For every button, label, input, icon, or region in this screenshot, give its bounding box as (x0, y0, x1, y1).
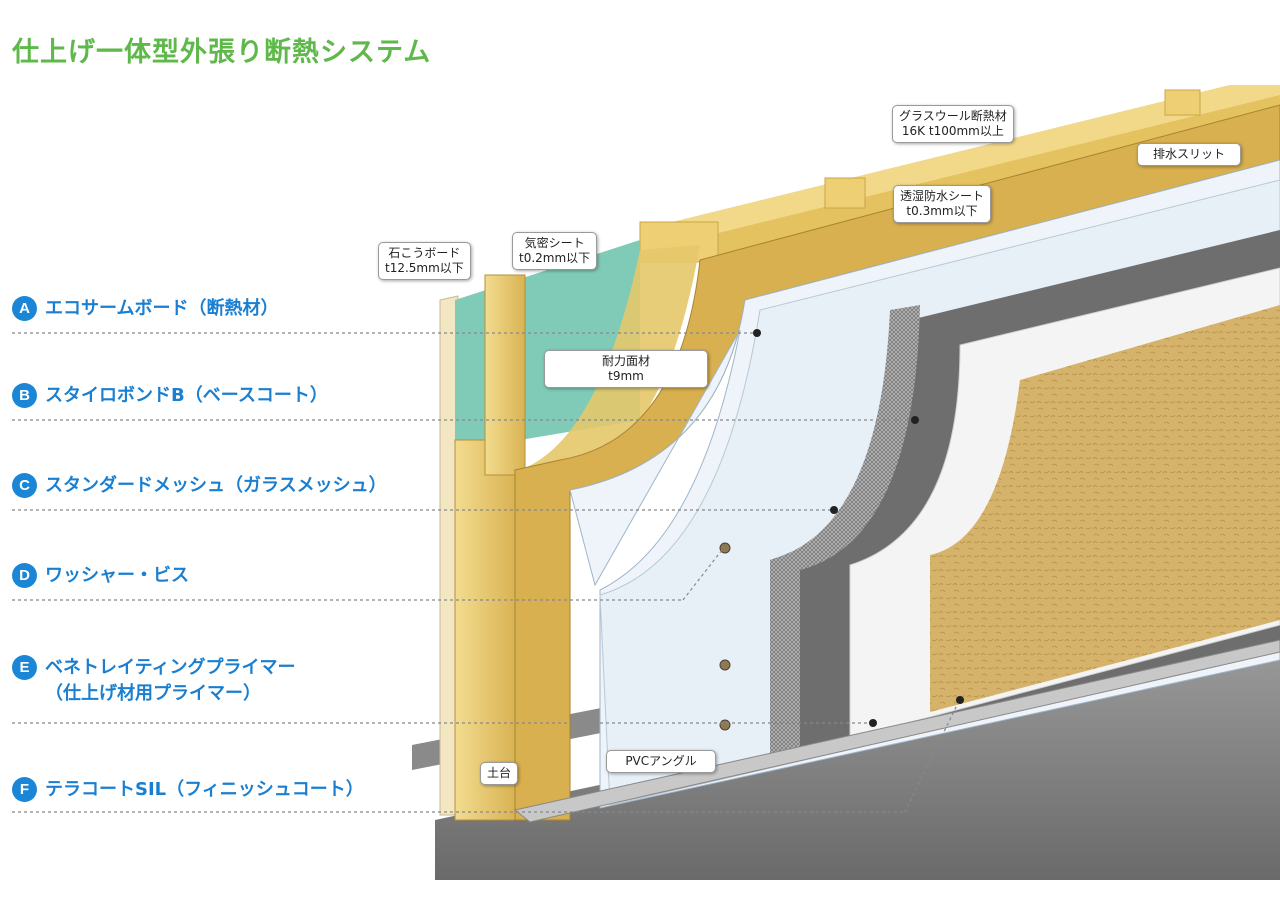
badge-b: B (12, 383, 37, 408)
badge-a: A (12, 296, 37, 321)
callout-drain-line1: 排水スリット (1152, 147, 1225, 161)
callout-breathable-membrane: 透湿防水シート t0.3mm以下 (893, 185, 992, 223)
legend-item-e: E ベネトレイティングプライマー （仕上げ材用プライマー） (12, 655, 296, 707)
badge-d: D (12, 563, 37, 588)
badge-f: F (12, 777, 37, 802)
callout-structural-line1: 耐力面材 (601, 354, 650, 368)
callout-pvc-line1: PVCアングル (625, 754, 697, 768)
callout-airtight-sheet: 気密シート t0.2mm以下 (512, 232, 598, 270)
legend-label-e-line2: （仕上げ材用プライマー） (45, 683, 261, 704)
callout-airtight-line2: t0.2mm以下 (519, 251, 591, 265)
top-plate-layer (639, 85, 1280, 265)
legend-leader-lines (12, 332, 959, 813)
legend-label-d: ワッシャー・ビス (45, 565, 189, 586)
legend-label-e-line1: ベネトレイティングプライマー (45, 657, 296, 678)
callout-gypsum-line1: 石こうボード (388, 246, 461, 260)
legend-item-f: F テラコートSIL（フィニッシュコート） (12, 777, 364, 803)
callout-sill: 土台 (480, 762, 519, 785)
callout-glasswool-line2: 16K t100mm以上 (901, 124, 1004, 138)
legend-item-c: C スタンダードメッシュ（ガラスメッシュ） (12, 473, 387, 499)
leader-dots (753, 329, 964, 727)
callout-gypsum-line2: t12.5mm以下 (385, 261, 464, 275)
callout-membrane-line2: t0.3mm以下 (906, 204, 978, 218)
legend-label-c: スタンダードメッシュ（ガラスメッシュ） (45, 475, 387, 496)
stud-layer (454, 274, 526, 821)
callout-airtight-line1: 気密シート (524, 236, 585, 250)
legend-label-f: テラコートSIL（フィニッシュコート） (45, 779, 364, 800)
callout-pvc-angle: PVCアングル (606, 750, 716, 773)
callout-membrane-line1: 透湿防水シート (900, 189, 985, 203)
legend-item-d: D ワッシャー・ビス (12, 563, 189, 589)
callout-gypsum-board: 石こうボード t12.5mm以下 (378, 242, 471, 280)
callout-sill-line1: 土台 (487, 766, 512, 780)
mesh-layer (770, 305, 920, 760)
badge-e: E (12, 655, 37, 680)
callout-glasswool-line1: グラスウール断熱材 (899, 109, 1007, 123)
callout-glass-wool: グラスウール断熱材 16K t100mm以上 (892, 105, 1014, 143)
badge-c: C (12, 473, 37, 498)
legend-item-b: B スタイロボンドB（ベースコート） (12, 383, 328, 409)
pvc-angle (513, 639, 1280, 823)
finish-coat-layer (930, 305, 1280, 712)
callout-structural-line2: t9mm (608, 369, 644, 383)
legend-label-b: スタイロボンドB（ベースコート） (45, 385, 328, 406)
callout-structural-panel: 耐力面材 t9mm (544, 350, 708, 388)
legend-item-a: A エコサームボード（断熱材） (12, 296, 278, 322)
callout-drain-slit: 排水スリット (1137, 143, 1241, 166)
page-title: 仕上げ一体型外張り断熱システム (12, 37, 432, 68)
legend-label-a: エコサームボード（断熱材） (45, 298, 279, 319)
legend-label-e: ベネトレイティングプライマー （仕上げ材用プライマー） (45, 655, 296, 707)
